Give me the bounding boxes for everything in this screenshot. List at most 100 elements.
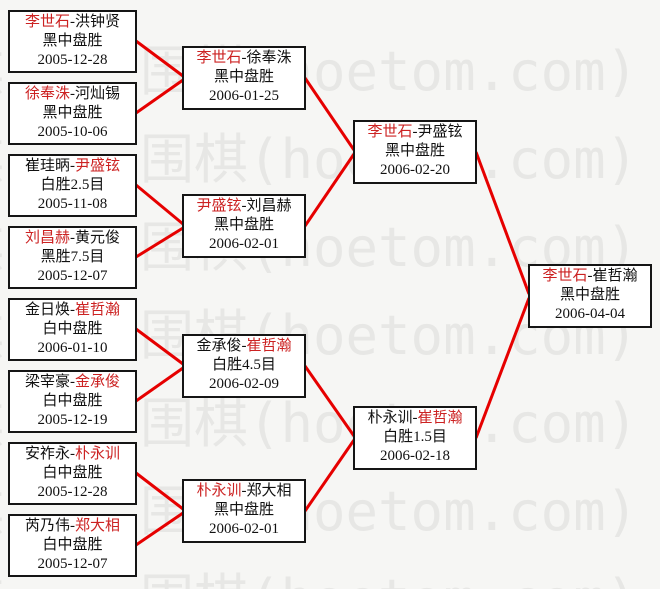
connector-line <box>135 78 184 115</box>
player-separator: - <box>70 86 75 102</box>
match-players: 金承俊-崔哲瀚 <box>184 337 304 356</box>
player-separator: - <box>70 518 75 534</box>
connector-line <box>303 77 356 151</box>
player1-name: 李世石 <box>24 14 70 30</box>
player-separator: - <box>241 50 247 66</box>
player2-name: 崔哲瀚 <box>75 302 121 318</box>
player2-name: 洪钟贤 <box>75 14 121 30</box>
connector-line <box>303 439 356 512</box>
match-card: 梁宰豪-金承俊 白中盘胜 2005-12-19 <box>8 370 137 433</box>
connector-line <box>135 366 184 403</box>
match-card: 徐奉洙-河灿锡 黑中盘胜 2005-10-06 <box>8 82 137 145</box>
match-date: 2006-04-04 <box>555 306 625 322</box>
player-separator: - <box>587 268 593 284</box>
match-result: 白中盘胜 <box>42 393 103 409</box>
match-date: 2006-01-10 <box>37 340 108 356</box>
match-players: 李世石-徐奉洙 <box>184 49 304 68</box>
connector-line <box>474 151 531 295</box>
match-result: 黑中盘胜 <box>213 217 274 233</box>
match-date: 2005-12-28 <box>37 52 108 68</box>
player1-name: 芮乃伟 <box>24 518 70 534</box>
player2-name: 崔哲瀚 <box>592 268 638 284</box>
match-result: 白中盘胜 <box>42 321 103 337</box>
match-players: 尹盛铉-刘昌赫 <box>184 197 304 216</box>
match-result: 白胜1.5目 <box>383 429 447 445</box>
match-date: 2006-02-18 <box>380 448 450 464</box>
match-date: 2005-12-28 <box>37 484 108 500</box>
match-players: 李世石-洪钟贤 <box>10 13 135 32</box>
player1-name: 金日焕 <box>24 302 70 318</box>
match-players: 徐奉洙-河灿锡 <box>10 85 135 104</box>
player-separator: - <box>70 374 75 390</box>
player1-name: 徐奉洙 <box>24 86 70 102</box>
match-date: 2005-12-07 <box>37 268 108 284</box>
player2-name: 金承俊 <box>75 374 121 390</box>
match-date: 2005-12-07 <box>37 556 108 572</box>
player2-name: 刘昌赫 <box>246 198 292 214</box>
match-card: 崔珪昞-尹盛铉 白胜2.5目 2005-11-08 <box>8 154 137 217</box>
player2-name: 朴永训 <box>75 446 121 462</box>
match-date: 2006-02-01 <box>209 521 279 537</box>
match-card: 安祚永-朴永训 白中盘胜 2005-12-28 <box>8 442 137 505</box>
match-card: 金日焕-崔哲瀚 白中盘胜 2006-01-10 <box>8 298 137 361</box>
connector-line <box>135 511 184 547</box>
connector-line <box>135 471 184 511</box>
match-players: 朴永训-崔哲瀚 <box>355 409 475 428</box>
player-separator: - <box>70 446 75 462</box>
match-date: 2005-12-19 <box>37 412 108 428</box>
match-result: 白中盘胜 <box>42 465 103 481</box>
player2-name: 尹盛铉 <box>417 124 463 140</box>
match-date: 2006-02-01 <box>209 236 279 252</box>
match-result: 黑胜7.5目 <box>40 249 105 265</box>
match-date: 2006-02-09 <box>209 376 279 392</box>
match-players: 梁宰豪-金承俊 <box>10 373 135 392</box>
connector-line <box>303 153 356 227</box>
match-card: 金承俊-崔哲瀚 白胜4.5目 2006-02-09 <box>182 334 306 398</box>
connector-line <box>135 327 184 366</box>
player-separator: - <box>70 14 75 30</box>
match-players: 刘昌赫-黄元俊 <box>10 229 135 248</box>
player2-name: 徐奉洙 <box>246 50 292 66</box>
player1-name: 朴永训 <box>196 483 242 499</box>
player1-name: 朴永训 <box>367 410 413 426</box>
player-separator: - <box>412 410 418 426</box>
match-card: 李世石-徐奉洙 黑中盘胜 2006-01-25 <box>182 46 306 110</box>
match-date: 2006-01-25 <box>209 88 279 104</box>
player2-name: 郑大相 <box>246 483 292 499</box>
player1-name: 刘昌赫 <box>24 230 70 246</box>
player1-name: 尹盛铉 <box>196 198 242 214</box>
match-players: 朴永训-郑大相 <box>184 482 304 501</box>
match-card: 朴永训-郑大相 黑中盘胜 2006-02-01 <box>182 479 306 543</box>
match-result: 黑中盘胜 <box>42 33 103 49</box>
match-card: 朴永训-崔哲瀚 白胜1.5目 2006-02-18 <box>353 406 477 470</box>
match-date: 2006-02-20 <box>380 162 450 178</box>
match-card: 刘昌赫-黄元俊 黑胜7.5目 2005-12-07 <box>8 226 137 289</box>
match-card: 李世石-洪钟贤 黑中盘胜 2005-12-28 <box>8 10 137 73</box>
match-result: 黑中盘胜 <box>42 105 103 121</box>
match-result: 黑中盘胜 <box>213 69 274 85</box>
player-separator: - <box>241 198 247 214</box>
match-players: 安祚永-朴永训 <box>10 445 135 464</box>
player2-name: 郑大相 <box>75 518 121 534</box>
player2-name: 崔哲瀚 <box>417 410 463 426</box>
match-players: 崔珪昞-尹盛铉 <box>10 157 135 176</box>
match-card: 尹盛铉-刘昌赫 黑中盘胜 2006-02-01 <box>182 194 306 258</box>
player1-name: 安祚永 <box>24 446 70 462</box>
match-players: 金日焕-崔哲瀚 <box>10 301 135 320</box>
match-card: 李世石-崔哲瀚 黑中盘胜 2006-04-04 <box>528 264 652 328</box>
match-result: 黑中盘胜 <box>384 143 445 159</box>
player2-name: 黄元俊 <box>75 230 121 246</box>
player1-name: 梁宰豪 <box>24 374 70 390</box>
player1-name: 金承俊 <box>196 338 242 354</box>
match-card: 李世石-尹盛铉 黑中盘胜 2006-02-20 <box>353 120 477 184</box>
player1-name: 崔珪昞 <box>24 158 70 174</box>
player-separator: - <box>70 302 75 318</box>
player1-name: 李世石 <box>196 50 242 66</box>
match-players: 李世石-尹盛铉 <box>355 123 475 142</box>
match-result: 白中盘胜 <box>42 537 103 553</box>
player1-name: 李世石 <box>367 124 413 140</box>
player-separator: - <box>70 230 75 246</box>
match-result: 黑中盘胜 <box>559 287 620 303</box>
